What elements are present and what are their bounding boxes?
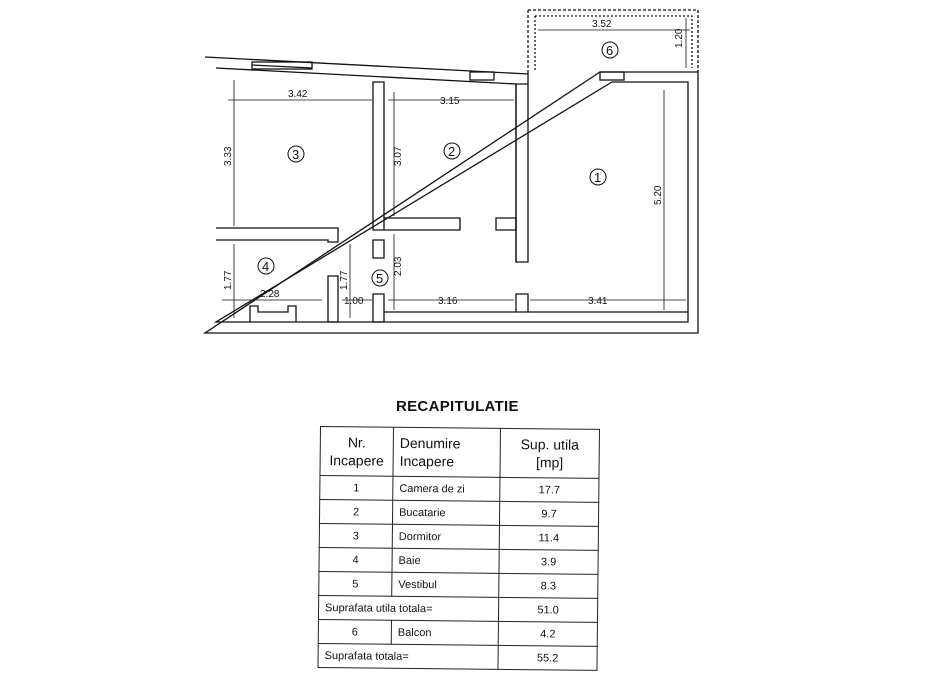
row-area: 9.7 (499, 501, 599, 527)
room-number-3: 3 (292, 147, 299, 162)
row-nr: 3 (319, 523, 393, 549)
header-nr-line1: Nr. (347, 434, 366, 451)
table-row: 1 Camera de zi 17.7 (319, 475, 599, 503)
table-row: 5 Vestibul 8.3 (318, 571, 598, 599)
window-room2 (469, 71, 495, 81)
row-nr: 1 (319, 475, 393, 501)
dim-bath-height-left: 1.77 (223, 270, 234, 290)
header-area-line1: Sup. utila (520, 436, 580, 453)
dim-hall-height: 2.03 (393, 256, 404, 276)
table-row: 6 Balcon 4.2 (318, 619, 598, 647)
room-number-4: 4 (262, 259, 269, 274)
header-name: Denumire Incapere (392, 427, 501, 478)
dim-bath-width: 2.28 (260, 289, 280, 300)
dim-room3-height: 3.33 (223, 146, 234, 166)
wall-room3-room2 (372, 81, 385, 231)
dim-hall-width: 3.16 (438, 296, 458, 307)
table-row: 3 Dormitor 11.4 (319, 523, 599, 551)
row-name: Bucatarie (392, 500, 500, 526)
header-nr: Nr. Incapere (319, 426, 394, 477)
dim-room1-height: 5.20 (653, 185, 664, 205)
table-row: 2 Bucatarie 9.7 (319, 499, 599, 527)
balcony-outline (527, 9, 699, 72)
wall-room2-bottom (384, 217, 461, 231)
room-number-6: 6 (606, 43, 613, 58)
row-name: Dormitor (392, 524, 500, 550)
row-name: Baie (391, 548, 500, 574)
dim-room1-width: 3.41 (588, 296, 608, 307)
dim-room2-width: 3.15 (440, 96, 460, 107)
row-nr: 5 (318, 571, 392, 597)
recap-table: Nr. Incapere Denumire Incapere Sup. util… (317, 426, 600, 671)
dim-door-width: 1.00 (344, 296, 364, 307)
grand-total-row: Suprafata totala= 55.2 (317, 643, 598, 671)
dim-room2-height: 3.07 (393, 146, 404, 166)
row-area: 8.3 (498, 573, 598, 599)
row-area: 17.7 (499, 477, 599, 503)
table-header-row: Nr. Incapere Denumire Incapere Sup. util… (319, 426, 600, 479)
dim-room3-width: 3.42 (288, 89, 308, 100)
row-area: 4.2 (498, 621, 598, 647)
header-name-line1: Denumire (399, 434, 461, 452)
window-room1 (599, 71, 625, 81)
wall-bath-right (327, 275, 339, 323)
grand-total-label: Suprafata totala= (317, 643, 499, 670)
row-nr: 6 (318, 619, 392, 645)
dim-balcony-depth: 1.20 (674, 28, 685, 48)
row-area: 3.9 (498, 549, 599, 575)
dim-bath-height-right: 1.77 (339, 270, 350, 290)
room-number-5: 5 (376, 271, 383, 286)
recap-title: RECAPITULATIE (396, 398, 519, 415)
useful-total-label: Suprafata utila totala= (318, 595, 499, 622)
table-row: 4 Baie 3.9 (318, 547, 599, 575)
useful-total-row: Suprafata utila totala= 51.0 (318, 595, 598, 623)
row-name: Camera de zi (392, 476, 500, 502)
row-name: Balcon (391, 620, 499, 646)
row-name: Vestibul (391, 572, 499, 598)
header-area: Sup. utila [mp] (499, 428, 600, 479)
wall-room3-bottom (216, 227, 339, 243)
row-nr: 4 (318, 547, 393, 573)
header-nr-line2: Incapere (329, 452, 384, 469)
wall-room2-room1 (515, 74, 529, 263)
room-number-1: 1 (594, 170, 601, 185)
floor-plan: 3.52 1.20 3.42 3.15 3.33 3.07 5.20 1.77 … (202, 9, 699, 334)
useful-total-value: 51.0 (498, 597, 598, 623)
header-name-line2: Incapere (399, 452, 455, 470)
dim-balcony-width: 3.52 (592, 19, 612, 30)
row-nr: 2 (319, 499, 393, 525)
grand-total-value: 55.2 (497, 645, 598, 671)
room-number-2: 2 (448, 144, 455, 159)
header-area-line2: [mp] (535, 454, 564, 471)
row-area: 11.4 (499, 525, 599, 551)
